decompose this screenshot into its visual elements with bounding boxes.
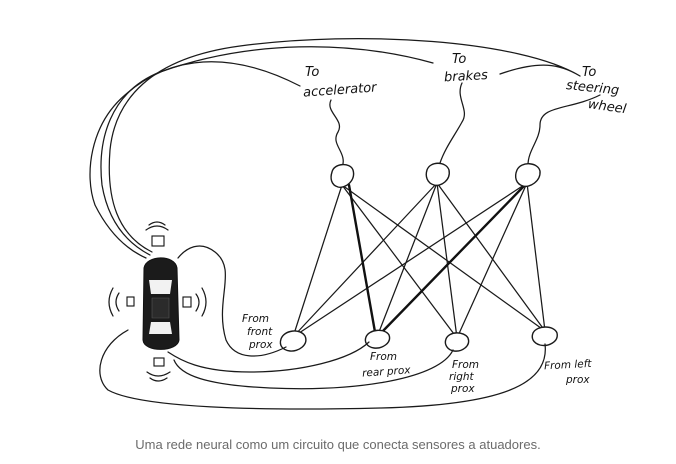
neural-network-sketch: To accelerator To brakes To steering whe… — [89, 37, 628, 410]
label-from-left-2: prox — [565, 374, 590, 386]
label-from-front-3: prox — [248, 339, 273, 351]
label-from-right-1: From — [452, 359, 479, 371]
input-labels: From front prox From rear prox From righ… — [242, 313, 593, 395]
accelerator-node — [330, 163, 355, 188]
label-from-rear-1: From — [370, 351, 397, 363]
label-to-steering-1: To — [582, 65, 596, 80]
brakes-node — [425, 162, 450, 187]
front-prox-node — [279, 330, 307, 352]
feedback-wires — [89, 37, 581, 259]
label-to-steering-3: wheel — [587, 97, 628, 117]
steering-node — [514, 163, 541, 188]
label-to-brakes-1: To — [452, 52, 466, 67]
output-nodes — [330, 162, 541, 188]
label-from-right-2: right — [449, 371, 475, 383]
label-from-front-1: From — [242, 313, 269, 325]
left-prox-node — [531, 326, 558, 347]
label-from-right-3: prox — [450, 383, 475, 395]
input-nodes — [279, 326, 558, 352]
right-prox-node — [444, 332, 470, 352]
rear-prox-node — [364, 329, 391, 349]
network-connections — [292, 182, 546, 339]
output-labels: To accelerator To brakes To steering whe… — [303, 52, 628, 117]
sensor-wires — [99, 245, 546, 410]
sensor-signal-arcs — [108, 221, 207, 382]
label-from-left-1: From left — [544, 358, 593, 373]
output-connectors — [329, 82, 601, 169]
label-from-front-2: front — [247, 326, 273, 338]
label-to-brakes-2: brakes — [444, 68, 489, 85]
label-to-accelerator-2: accelerator — [303, 80, 379, 100]
label-from-rear-2: rear prox — [362, 364, 412, 379]
car-icon — [126, 235, 192, 367]
label-to-steering-2: steering — [565, 78, 620, 98]
label-to-accelerator-1: To — [305, 65, 319, 80]
figure-caption: Uma rede neural como um circuito que con… — [135, 437, 541, 452]
